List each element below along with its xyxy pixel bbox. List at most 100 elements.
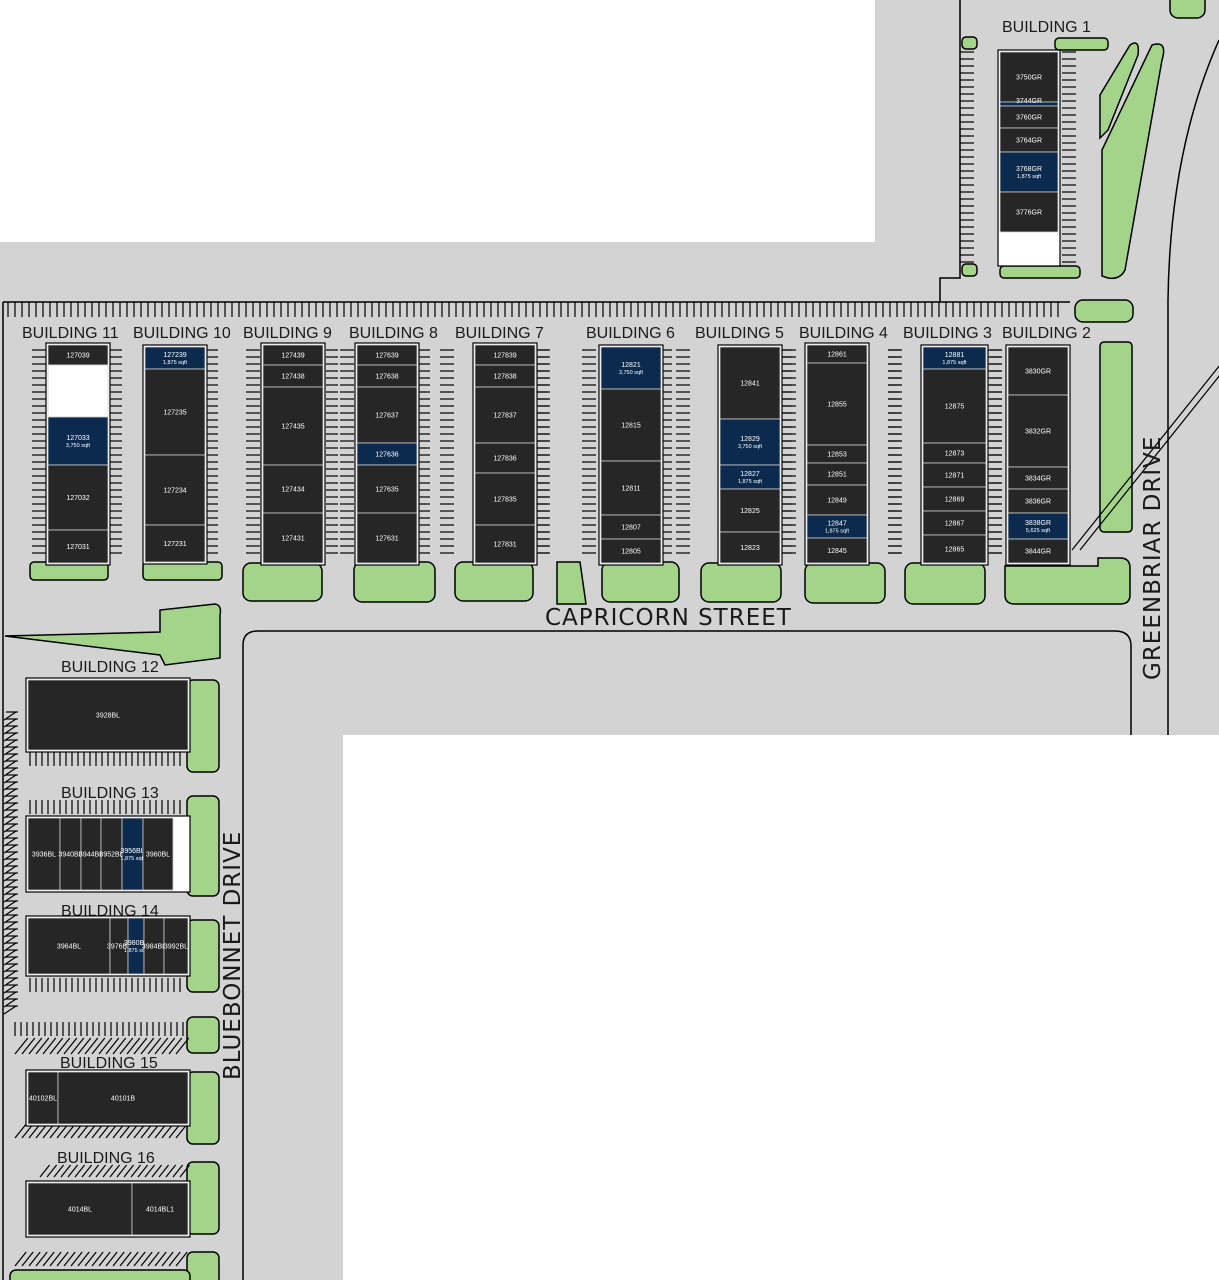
- unit-127838[interactable]: 127838: [474, 364, 536, 388]
- unit-footprint[interactable]: [144, 524, 206, 563]
- unit-127439[interactable]: 127439: [262, 344, 324, 366]
- unit-footprint[interactable]: [474, 386, 536, 444]
- unit-127231[interactable]: 127231: [144, 524, 206, 563]
- unit-12805[interactable]: 12805: [600, 538, 662, 564]
- unit-12811[interactable]: 12811: [600, 460, 662, 516]
- unit-footprint[interactable]: [27, 917, 111, 975]
- unit-footprint[interactable]: [57, 1071, 189, 1125]
- unit-3776GR[interactable]: 3776GR: [999, 191, 1059, 233]
- unit-3750GR[interactable]: 3750GR: [999, 51, 1059, 103]
- unit-127435[interactable]: 127435: [262, 386, 324, 466]
- unit-127031[interactable]: 127031: [47, 529, 109, 564]
- unit-4014BL[interactable]: 4014BL: [27, 1182, 133, 1236]
- unit-12845[interactable]: 12845: [806, 537, 868, 564]
- unit-3764GR[interactable]: 3764GR: [999, 127, 1059, 153]
- unit-footprint[interactable]: [142, 817, 174, 891]
- unit-127635[interactable]: 127635: [356, 464, 418, 514]
- unit-footprint[interactable]: [47, 464, 109, 531]
- unit-127637[interactable]: 127637: [356, 386, 418, 444]
- unit-12869[interactable]: 12869: [922, 486, 987, 512]
- unit-footprint[interactable]: [806, 484, 868, 516]
- unit-3960BL[interactable]: 3960BL: [142, 817, 174, 891]
- unit-footprint[interactable]: [922, 462, 987, 488]
- unit-footprint[interactable]: [47, 529, 109, 564]
- unit-3844GR[interactable]: 3844GR: [1007, 538, 1069, 564]
- unit-12867[interactable]: 12867: [922, 510, 987, 536]
- unit-127639[interactable]: 127639: [356, 344, 418, 366]
- unit-footprint[interactable]: [600, 388, 662, 462]
- unit-footprint[interactable]: [600, 460, 662, 516]
- unit-footprint[interactable]: [922, 534, 987, 564]
- unit-footprint[interactable]: [47, 416, 109, 466]
- unit-12823[interactable]: 12823: [719, 531, 781, 564]
- unit-footprint[interactable]: [999, 191, 1059, 233]
- unit-footprint[interactable]: [719, 464, 781, 490]
- unit-12853[interactable]: 12853: [806, 444, 868, 464]
- unit-footprint[interactable]: [1007, 394, 1069, 468]
- unit-footprint[interactable]: [806, 537, 868, 564]
- unit-40101B[interactable]: 40101B: [57, 1071, 189, 1125]
- unit-127235[interactable]: 127235: [144, 368, 206, 456]
- unit-127431[interactable]: 127431: [262, 512, 324, 564]
- unit-footprint[interactable]: [47, 364, 109, 418]
- unit-3832GR[interactable]: 3832GR: [1007, 394, 1069, 468]
- unit-3992BL[interactable]: 3992BL: [163, 917, 189, 975]
- unit-footprint[interactable]: [144, 454, 206, 526]
- unit-127438[interactable]: 127438: [262, 364, 324, 388]
- unit-footprint[interactable]: [27, 1182, 133, 1236]
- unit-footprint[interactable]: [356, 464, 418, 514]
- unit-footprint[interactable]: [474, 442, 536, 474]
- unit-footprint[interactable]: [1007, 512, 1069, 540]
- unit-127839[interactable]: 127839: [474, 344, 536, 366]
- unit-12807[interactable]: 12807: [600, 514, 662, 540]
- unit-3830GR[interactable]: 3830GR: [1007, 346, 1069, 396]
- unit-footprint[interactable]: [163, 917, 189, 975]
- unit-12851[interactable]: 12851: [806, 462, 868, 486]
- unit-3952BL[interactable]: 3952BL: [99, 817, 124, 891]
- unit-footprint[interactable]: [922, 486, 987, 512]
- unit-footprint[interactable]: [922, 510, 987, 536]
- unit-footprint[interactable]: [999, 127, 1059, 153]
- unit-127835[interactable]: 127835: [474, 472, 536, 526]
- unit-footprint[interactable]: [474, 524, 536, 564]
- unit-127638[interactable]: 127638: [356, 364, 418, 388]
- unit-127831[interactable]: 127831: [474, 524, 536, 564]
- unit-footprint[interactable]: [262, 512, 324, 564]
- unit-12841[interactable]: 12841: [719, 346, 781, 420]
- unit-12855[interactable]: 12855: [806, 362, 868, 446]
- unit-footprint[interactable]: [356, 512, 418, 564]
- unit-footprint[interactable]: [144, 368, 206, 456]
- unit-12865[interactable]: 12865: [922, 534, 987, 564]
- unit-12875[interactable]: 12875: [922, 368, 987, 444]
- unit-footprint[interactable]: [27, 1071, 59, 1125]
- unit-12861[interactable]: 12861: [806, 344, 868, 364]
- unit-12815[interactable]: 12815: [600, 388, 662, 462]
- unit-127636[interactable]: 127636: [356, 442, 418, 466]
- unit-4014BL1[interactable]: 4014BL1: [131, 1182, 189, 1236]
- unit-footprint[interactable]: [600, 514, 662, 540]
- unit-127032[interactable]: 127032: [47, 464, 109, 531]
- unit-12871[interactable]: 12871: [922, 462, 987, 488]
- unit-footprint[interactable]: [131, 1182, 189, 1236]
- unit-3984BL[interactable]: 3984BL: [142, 917, 166, 975]
- unit-3936BL[interactable]: 3936BL: [27, 817, 61, 891]
- unit-footprint[interactable]: [719, 531, 781, 564]
- unit-3964BL[interactable]: 3964BL: [27, 917, 111, 975]
- unit-footprint[interactable]: [999, 151, 1059, 193]
- unit-12825[interactable]: 12825: [719, 488, 781, 533]
- unit-3834GR[interactable]: 3834GR: [1007, 466, 1069, 490]
- unit-footprint[interactable]: [27, 817, 61, 891]
- unit-footprint[interactable]: [600, 538, 662, 564]
- unit-127234[interactable]: 127234: [144, 454, 206, 526]
- unit-3760GR[interactable]: 3760GR: [999, 105, 1059, 129]
